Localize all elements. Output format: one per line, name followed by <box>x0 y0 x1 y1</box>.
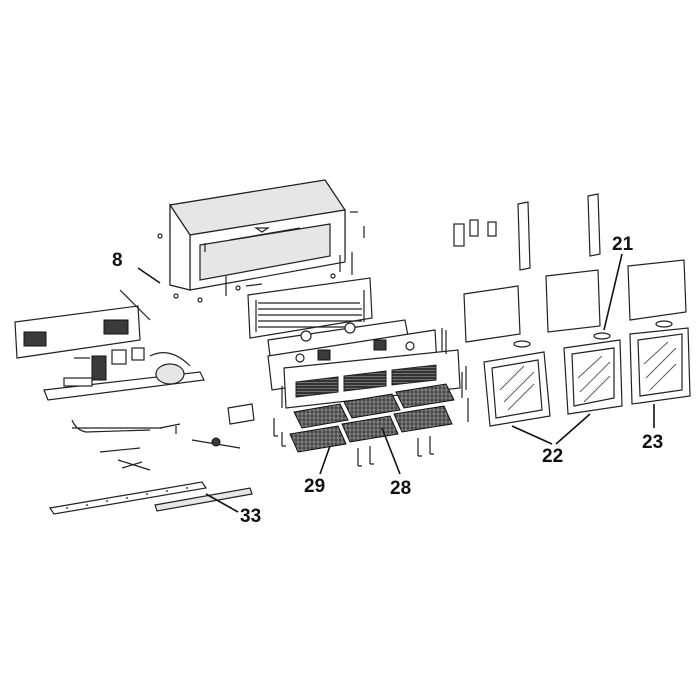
glass-doors <box>483 327 691 427</box>
leader-22b <box>555 413 591 445</box>
leader-22a <box>511 425 553 445</box>
callout-21: 21 <box>612 234 634 255</box>
leader-8 <box>137 267 161 284</box>
door-posts <box>445 193 601 398</box>
callout-33: 33 <box>240 506 261 527</box>
callout-29: 29 <box>304 476 325 497</box>
leader-28 <box>381 427 401 475</box>
cabinet-body <box>157 179 365 303</box>
leader-21 <box>603 253 623 331</box>
callout-23: 23 <box>642 432 663 453</box>
condensing-unit <box>14 289 205 401</box>
callout-labels: 8 21 22 23 28 29 33 <box>112 234 663 527</box>
shelf-grills <box>289 383 455 453</box>
evaporator-coil <box>245 277 373 339</box>
callout-28: 28 <box>390 478 411 499</box>
front-louvre-panel <box>281 349 467 409</box>
leader-29 <box>319 445 331 475</box>
bottom-rails <box>48 481 253 515</box>
electrical-parts <box>71 403 255 471</box>
callout-22: 22 <box>542 446 563 467</box>
shelf-brackets <box>273 398 469 467</box>
door-back-panels <box>463 259 687 348</box>
callout-8: 8 <box>112 250 123 271</box>
leader-33 <box>205 493 239 513</box>
callout-leaders <box>137 253 655 513</box>
